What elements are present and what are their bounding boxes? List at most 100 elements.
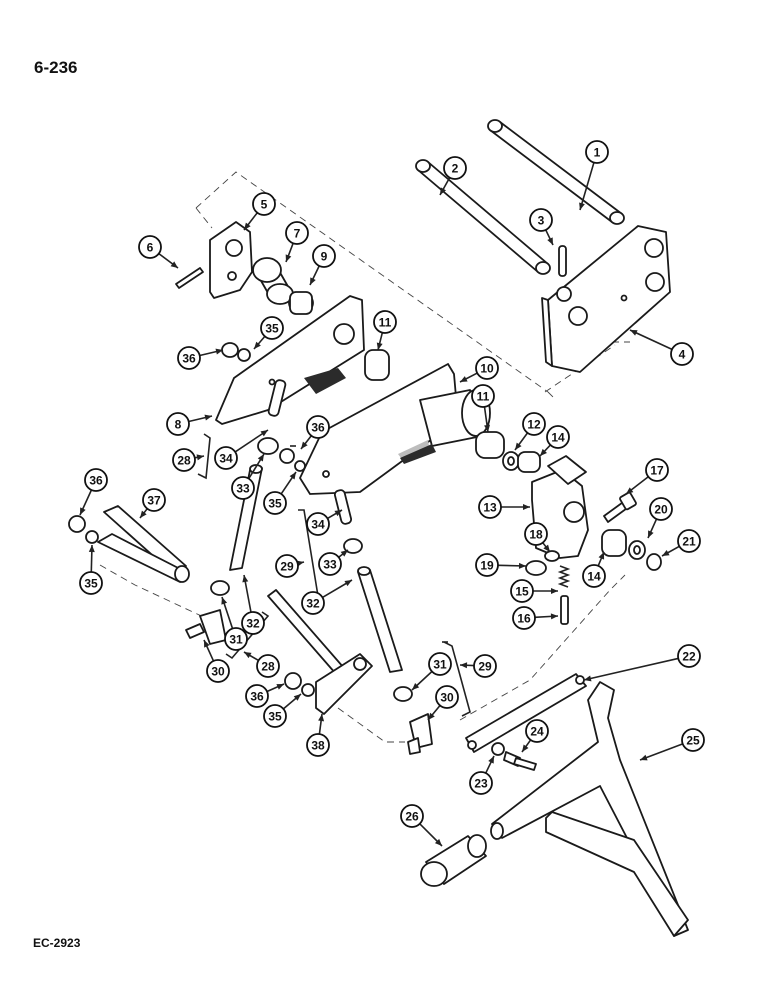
- arrow-head: [626, 487, 634, 494]
- nut-36-b: [279, 448, 295, 464]
- callout-14: 14: [582, 551, 606, 588]
- callout-label: 28: [261, 660, 275, 674]
- arrow-head: [196, 454, 204, 461]
- callout-36: 36: [300, 415, 330, 450]
- callout-circle: [428, 652, 452, 676]
- arrow-head: [318, 714, 325, 722]
- callout-label: 34: [311, 518, 325, 532]
- callout-32: 32: [241, 574, 265, 635]
- washer-18: [544, 550, 560, 562]
- callout-label: 1: [594, 146, 601, 160]
- arrow-head: [260, 430, 268, 437]
- arrow-head: [140, 510, 147, 518]
- arrow-head: [484, 424, 491, 432]
- arrow-head: [285, 254, 292, 262]
- callout-circle: [241, 611, 265, 635]
- callout-label: 6: [147, 241, 154, 255]
- shaft-2: [415, 159, 551, 275]
- washer-35-b: [294, 460, 306, 472]
- callout-label: 2: [452, 162, 459, 176]
- callout-circle: [245, 684, 269, 708]
- pin-3: [558, 245, 567, 277]
- nut-33-lower: [343, 538, 363, 554]
- callout-label: 36: [89, 474, 103, 488]
- arrow-head: [460, 376, 468, 382]
- callout-label: 33: [323, 558, 337, 572]
- callout-label: 15: [515, 585, 529, 599]
- callout-circle: [214, 446, 238, 470]
- callout-circle: [172, 448, 196, 472]
- callout-11: 11: [373, 310, 397, 351]
- arrow-head: [434, 838, 442, 846]
- callout-circle: [677, 644, 701, 668]
- pin-16: [560, 595, 569, 625]
- washer-35-a: [237, 348, 251, 362]
- link-22: [465, 673, 587, 753]
- arrow-head: [648, 530, 654, 538]
- arrow-head: [640, 754, 648, 761]
- group-brackets: [197, 433, 471, 717]
- arrow-head: [543, 544, 550, 552]
- callout-circle: [649, 497, 673, 521]
- clevis-30-right: [407, 713, 433, 755]
- pin-34-lower: [333, 489, 353, 525]
- callout-20: 20: [647, 497, 673, 539]
- callout-label: 36: [250, 690, 264, 704]
- arrow-head: [88, 545, 95, 553]
- callout-36: 36: [79, 468, 108, 516]
- callout-label: 19: [480, 559, 494, 573]
- callout-circle: [475, 356, 499, 380]
- pin-34-upper: [267, 379, 287, 417]
- callout-label: 13: [483, 501, 497, 515]
- callout-29: 29: [459, 654, 497, 678]
- callout-circle: [166, 412, 190, 436]
- callout-label: 35: [268, 497, 282, 511]
- clevis-30-left: [185, 609, 227, 645]
- callout-38: 38: [306, 713, 330, 757]
- callout-circle: [681, 728, 705, 752]
- callout-circle: [677, 529, 701, 553]
- drawing-code: EC-2923: [33, 936, 81, 950]
- callout-circle: [512, 606, 536, 630]
- arrow-head: [340, 550, 348, 557]
- nut-36-a: [221, 342, 239, 358]
- callout-18: 18: [524, 522, 551, 553]
- arrow-head: [662, 549, 670, 556]
- callout-3: 3: [529, 208, 554, 246]
- washer-35-d: [301, 683, 315, 697]
- arrow-head: [551, 588, 558, 594]
- arrow-head: [289, 472, 296, 480]
- callout-7: 7: [285, 221, 309, 263]
- callout-label: 30: [440, 691, 454, 705]
- callout-label: 18: [529, 528, 543, 542]
- callout-circle: [306, 733, 330, 757]
- callout-37: 37: [139, 488, 166, 519]
- callout-label: 31: [433, 658, 447, 672]
- callout-36: 36: [177, 346, 224, 370]
- callout-label: 33: [236, 482, 250, 496]
- arrow-head: [540, 448, 547, 456]
- bushing-11-upper: [364, 349, 390, 381]
- bushing-11-lower: [475, 431, 505, 459]
- arrow-head: [579, 202, 585, 210]
- callout-22: 22: [583, 644, 701, 682]
- pin-6: [175, 267, 204, 289]
- callout-circle: [524, 522, 548, 546]
- callout-circle: [252, 192, 276, 216]
- callout-circle: [373, 310, 397, 334]
- bolt-24: [503, 751, 537, 771]
- arrow-head: [293, 694, 301, 701]
- callout-circle: [435, 685, 459, 709]
- callout-31: 31: [221, 596, 248, 651]
- shaft-1: [487, 119, 625, 225]
- callout-circle: [260, 316, 284, 340]
- callout-label: 30: [211, 665, 225, 679]
- callout-label: 9: [321, 250, 328, 264]
- callout-label: 29: [478, 660, 492, 674]
- leader-line: [629, 329, 673, 351]
- callout-circle: [263, 704, 287, 728]
- arrow-head: [344, 580, 352, 587]
- callout-circle: [206, 659, 230, 683]
- callout-16: 16: [512, 606, 559, 630]
- ring-21: [646, 553, 662, 571]
